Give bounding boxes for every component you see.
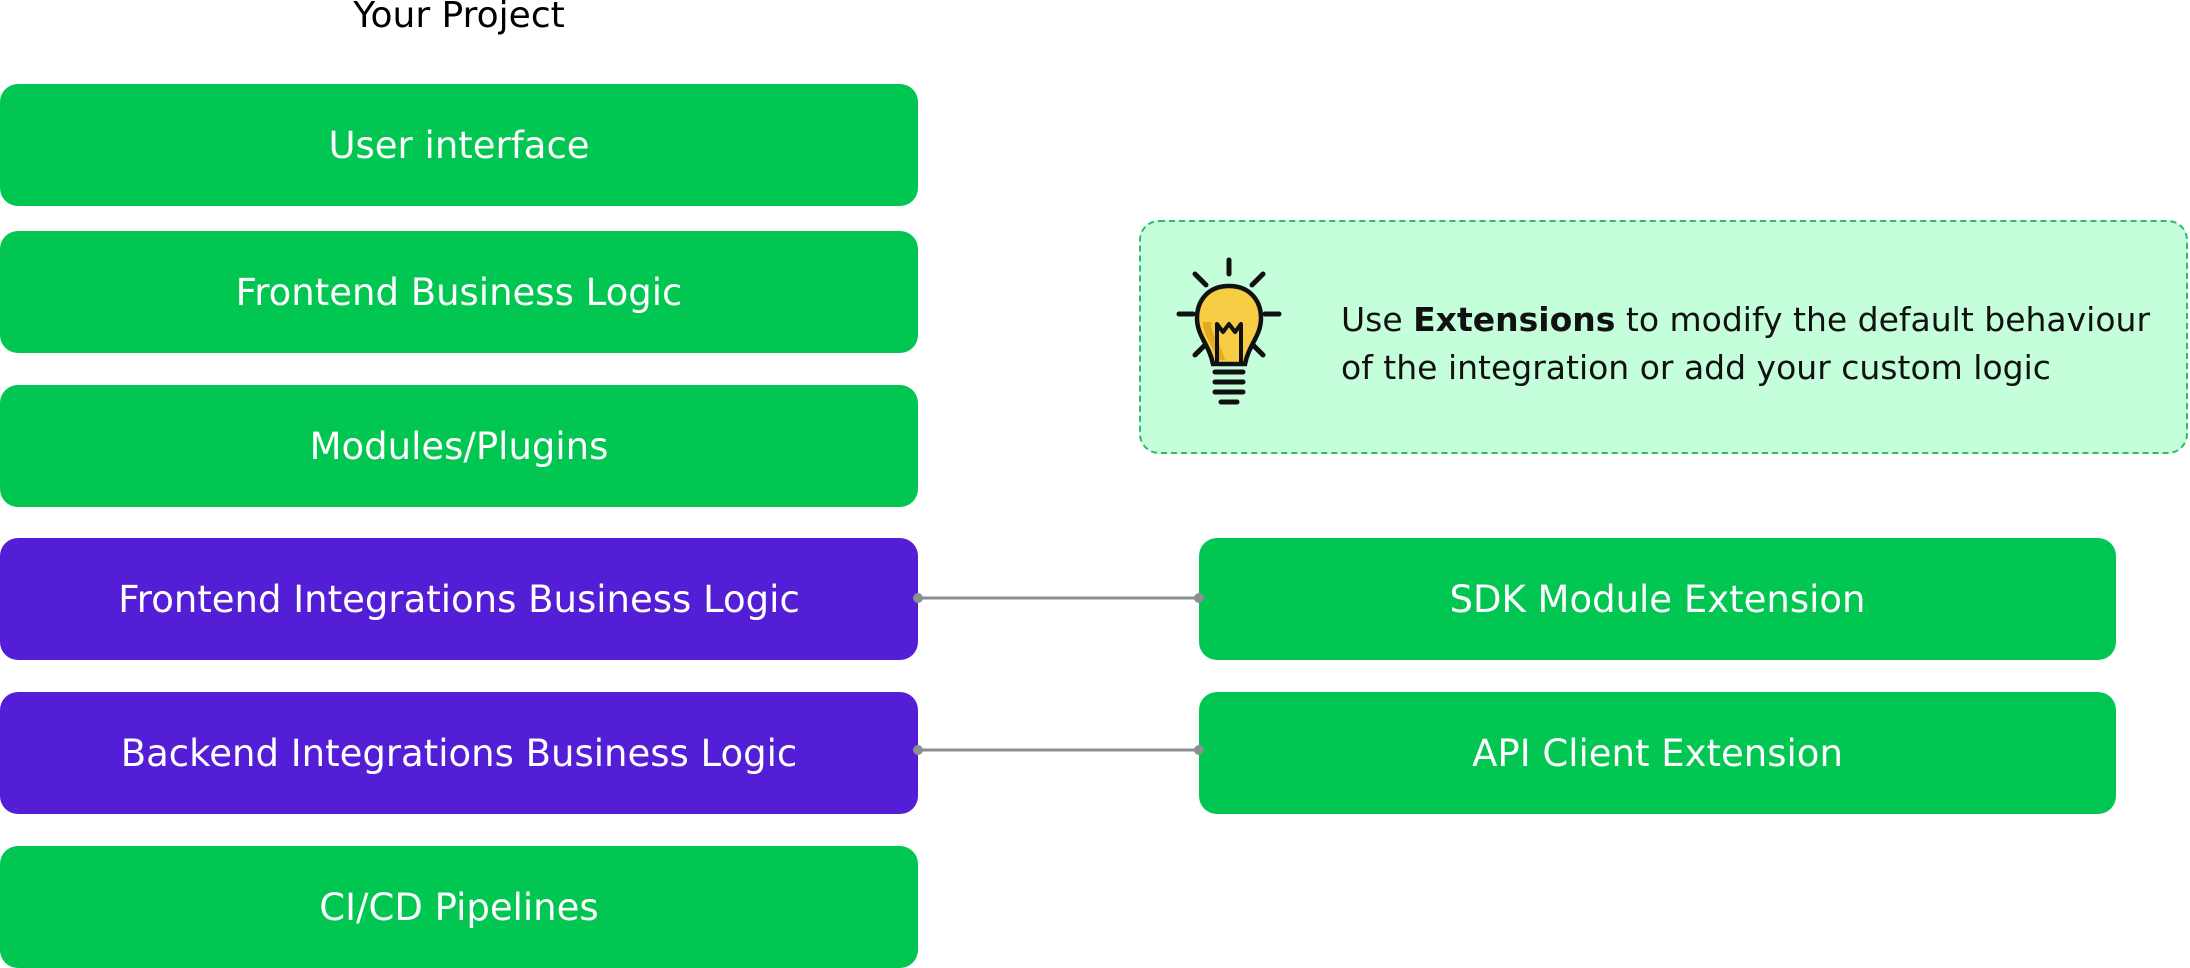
tip-text-suffix: to modify the default behaviour of the i… [1341,300,2151,387]
stack-block-user-interface: User interface [0,84,918,206]
tip-text-bold: Extensions [1413,300,1616,339]
tip-text: Use Extensions to modify the default beh… [1341,296,2171,392]
stack-block-modules-plugins: Modules/Plugins [0,385,918,507]
tip-text-prefix: Use [1341,300,1414,339]
lightbulb-icon [1176,257,1282,405]
stack-block-frontend-integrations: Frontend Integrations Business Logic [0,538,918,660]
connector-sdk-module [913,593,1204,603]
api-client-extension-block: API Client Extension [1199,692,2116,814]
stack-block-frontend-business-logic: Frontend Business Logic [0,231,918,353]
sdk-module-extension-block: SDK Module Extension [1199,538,2116,660]
stack-block-cicd-pipelines: CI/CD Pipelines [0,846,918,968]
extensions-tip-box: Use Extensions to modify the default beh… [1139,220,2188,454]
stack-block-backend-integrations: Backend Integrations Business Logic [0,692,918,814]
connector-api-client [913,745,1204,755]
diagram-title: Your Project [353,0,565,36]
